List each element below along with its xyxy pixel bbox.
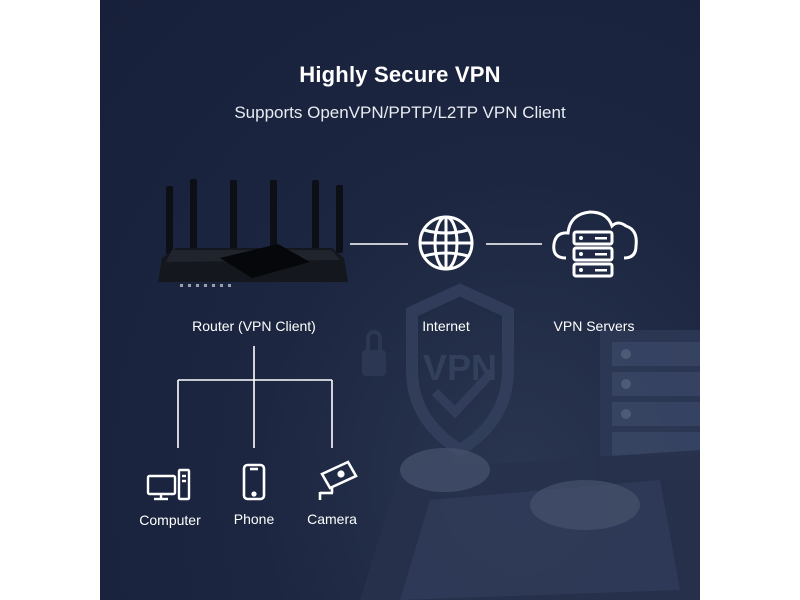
computer-icon	[146, 468, 191, 501]
device-tree-lines	[177, 346, 333, 448]
computer-label: Computer	[139, 512, 201, 528]
vpn-watermark-text: VPN	[423, 347, 497, 388]
camera-label: Camera	[307, 511, 357, 527]
diagram-title: Highly Secure VPN	[299, 62, 501, 87]
diagram-subtitle: Supports OpenVPN/PPTP/L2TP VPN Client	[234, 103, 566, 122]
server-led-icons	[579, 236, 607, 272]
padlock-watermark-icon	[362, 350, 386, 376]
vpn-diagram-panel: VPN	[100, 0, 700, 600]
globe-icon	[418, 215, 474, 271]
internet-label: Internet	[422, 318, 470, 334]
diagram-graphics	[146, 179, 638, 501]
phone-icon	[242, 463, 266, 501]
router-label: Router (VPN Client)	[192, 318, 316, 334]
check-watermark-icon	[431, 368, 496, 419]
cloud-servers-icon	[552, 210, 638, 278]
background-illustration: VPN	[360, 283, 700, 600]
camera-icon	[318, 460, 358, 500]
phone-label: Phone	[233, 511, 275, 527]
vpn-servers-label: VPN Servers	[553, 318, 635, 334]
laptop-watermark	[360, 448, 700, 600]
router-icon	[158, 179, 348, 287]
